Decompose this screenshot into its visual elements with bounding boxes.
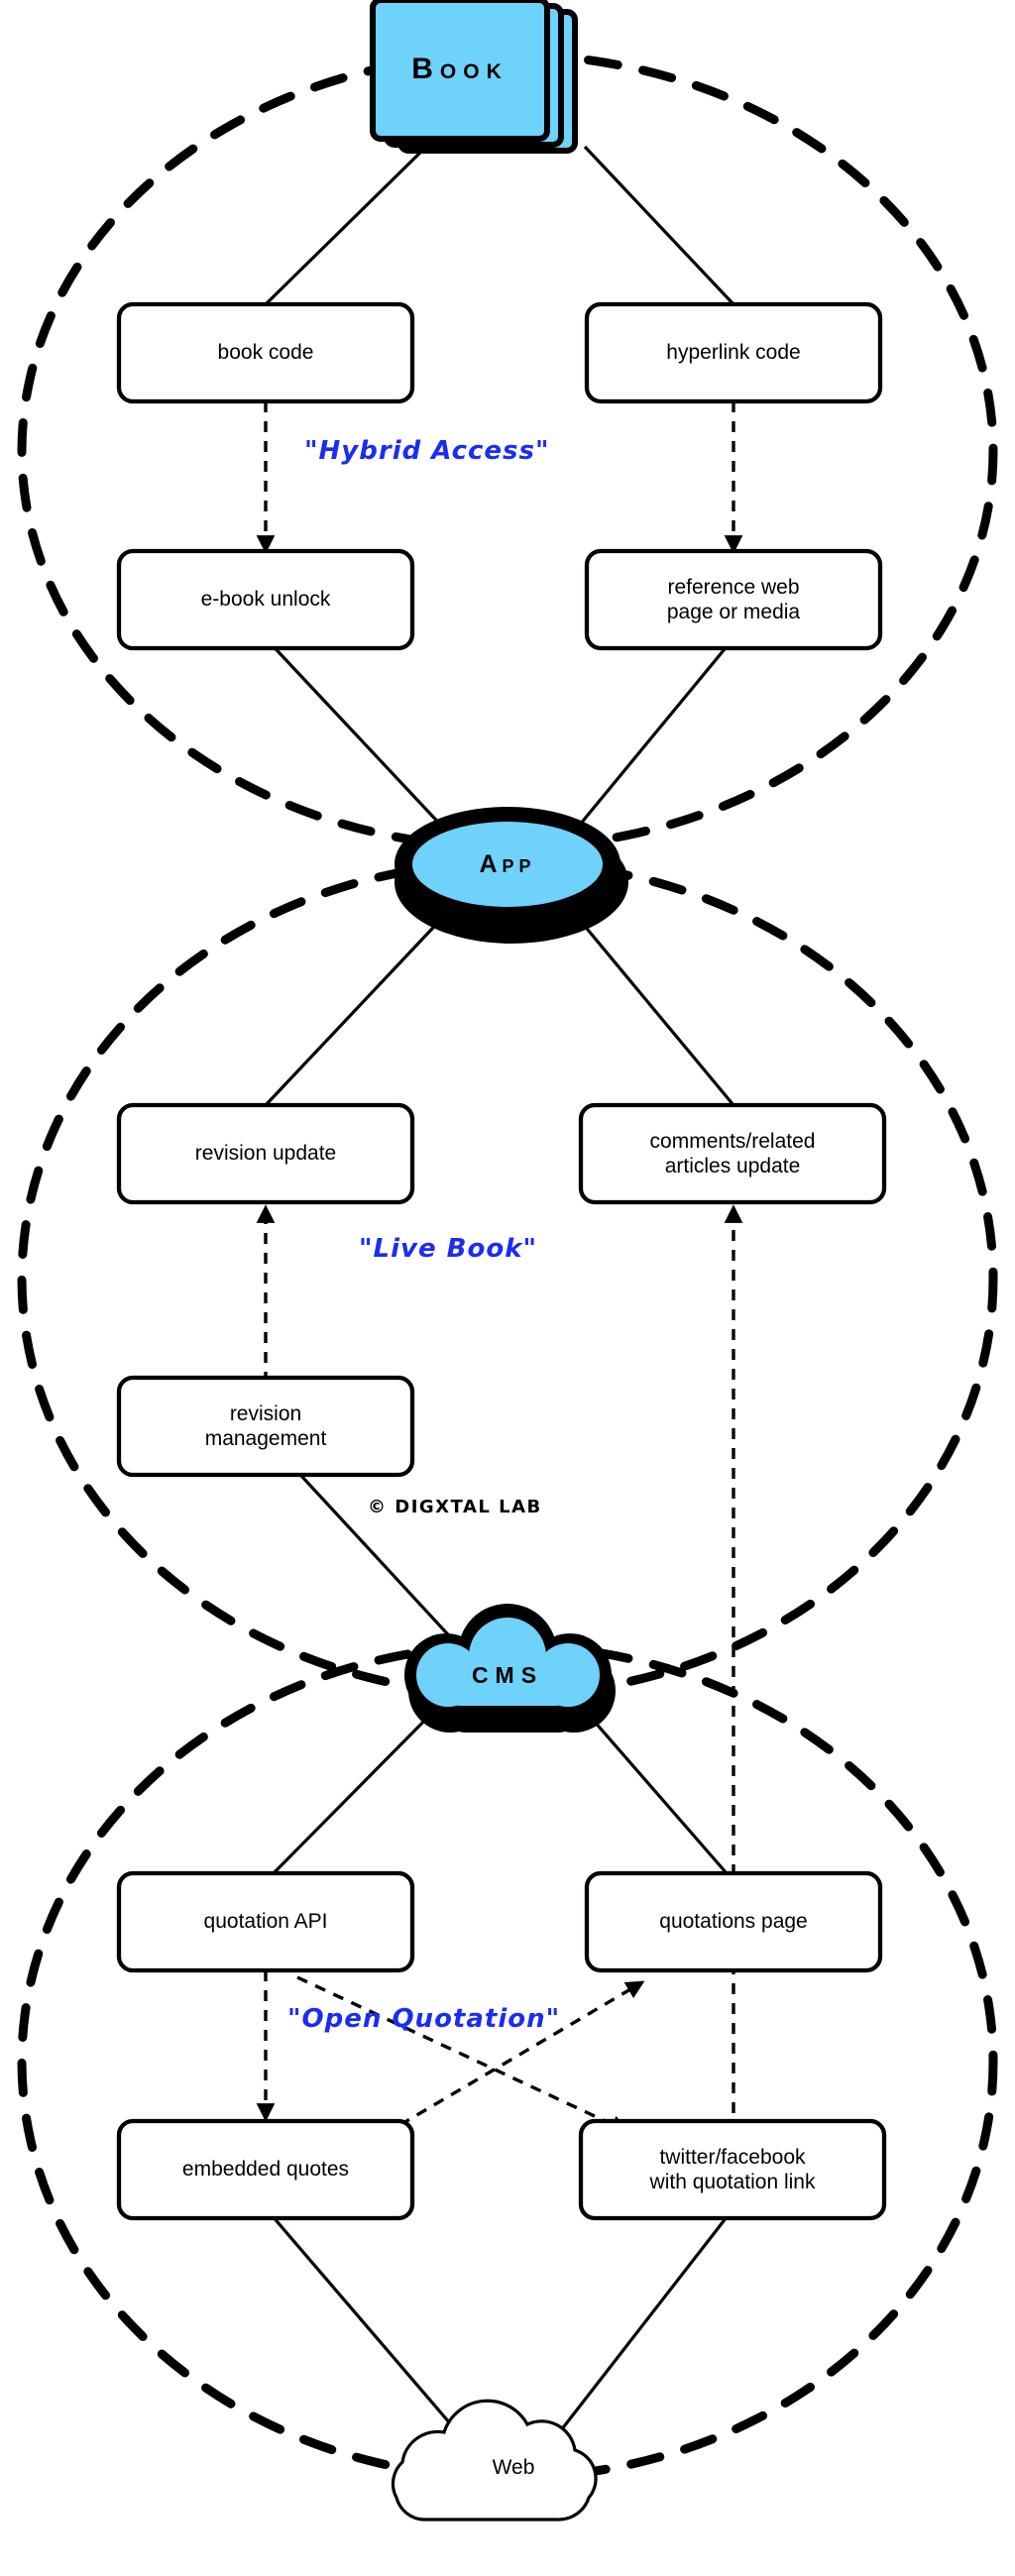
- phrase-live-book: "Live Book": [359, 1234, 538, 1264]
- box-shape-book-code: [116, 301, 415, 404]
- box-shape-comments-related: [578, 1102, 887, 1205]
- box-shape-twitter-facebook: [578, 2118, 887, 2221]
- web-shape: [391, 2399, 598, 2521]
- app-shape: [395, 807, 628, 944]
- box-shape-quotation-api: [116, 1870, 415, 1973]
- box-shape-embedded-quotes: [116, 2118, 415, 2221]
- edge-twitter-facebook-to-web: [559, 2207, 735, 2431]
- phrase-open-quotation: "Open Quotation": [287, 2004, 561, 2034]
- edge-app-to-comments-related: [571, 910, 735, 1107]
- edge-book-to-hyperlink-code: [583, 145, 735, 306]
- lobe-group: [17, 50, 998, 2483]
- connector-group: [264, 145, 735, 2432]
- edge-book-to-book-code: [264, 145, 428, 306]
- box-shape-quotations-page: [584, 1870, 883, 1973]
- arrow-quotation-api-to-twitter-facebook: [296, 1975, 629, 2133]
- edge-cms-to-quotations-page: [571, 1695, 735, 1883]
- box-shape-ebook-unlock: [116, 548, 415, 651]
- cms-shape: [404, 1604, 616, 1733]
- edge-app-to-revision-update: [264, 910, 450, 1107]
- edge-ebook-unlock-to-app: [264, 636, 448, 833]
- box-shape-group: [116, 301, 887, 2221]
- edge-embedded-quotes-to-web: [264, 2206, 458, 2432]
- edge-reference-web-to-app: [573, 636, 735, 833]
- box-shape-revision-update: [116, 1102, 415, 1205]
- book-shape: [370, 0, 578, 154]
- edge-cms-to-quotation-api: [264, 1695, 450, 1883]
- box-shape-reference-web: [584, 548, 883, 651]
- phrase-hybrid-access: "Hybrid Access": [304, 436, 550, 466]
- credit-text: © DIGXTAL LAB: [368, 1497, 542, 1517]
- box-shape-revision-management: [116, 1375, 415, 1478]
- box-shape-hyperlink-code: [584, 301, 883, 404]
- lobe-live-book: [17, 857, 998, 1700]
